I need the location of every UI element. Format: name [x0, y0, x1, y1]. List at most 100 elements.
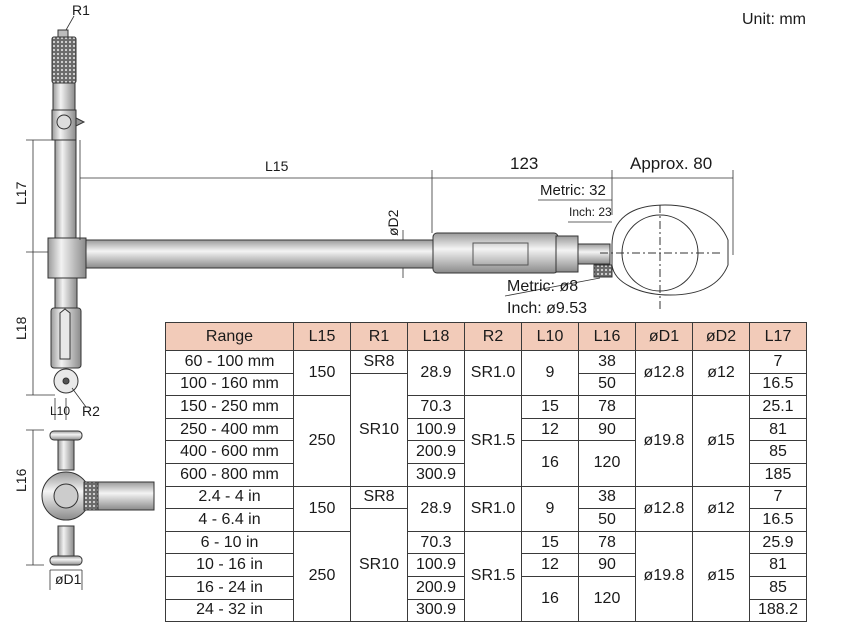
l16-cell: 78: [578, 530, 636, 555]
r2-cell: SR1.0: [464, 485, 522, 532]
l18-cell: 200.9: [407, 440, 465, 464]
metric-8-label: Metric: ø8: [507, 278, 579, 295]
table-row: 2.4 - 4 in 150 SR8 28.9 SR1.0 9 38 ø12.8…: [165, 485, 807, 532]
r2-cell: SR1.5: [464, 530, 522, 623]
l17-cell: 81: [749, 417, 807, 442]
table-row: 16 - 24 in 200.9 16 120 85: [165, 575, 807, 623]
range-cell: 24 - 32 in: [165, 598, 294, 623]
l10-cell: 15: [521, 395, 579, 419]
r2-label: R2: [82, 403, 100, 419]
header-d2: øD2: [692, 322, 750, 351]
table-row: 150 - 250 mm 250 70.3 SR1.5 15 78 ø19.8 …: [165, 395, 807, 487]
header-l15: L15: [293, 322, 351, 351]
l15-cell: 150: [293, 485, 351, 532]
header-l17: L17: [749, 322, 807, 351]
table-row: 6 - 10 in 250 70.3 SR1.5 15 78 ø19.8 ø15…: [165, 530, 807, 623]
l17-cell: 7: [749, 485, 807, 510]
d2-cell: ø15: [692, 530, 750, 623]
l10-label: L10: [50, 404, 71, 418]
r1-cell: SR8: [350, 485, 408, 510]
l18-cell: 28.9: [407, 485, 465, 532]
l18-cell: 300.9: [407, 462, 465, 487]
metric-32-label: Metric: 32: [540, 182, 606, 199]
r2-cell: SR1.5: [464, 395, 522, 487]
l18-cell: 300.9: [407, 598, 465, 623]
l10-cell: 9: [521, 485, 579, 532]
r2-cell: SR1.0: [464, 349, 522, 397]
d1-cell: ø12.8: [635, 349, 693, 397]
d2-label: øD2: [385, 209, 401, 236]
table-row: 400 - 600 mm 200.9 16 120 85: [165, 440, 807, 487]
l10-cell: 16: [521, 575, 579, 623]
d2-cell: ø15: [692, 395, 750, 487]
range-cell: 150 - 250 mm: [165, 395, 294, 419]
r1-cell: SR10: [350, 372, 408, 487]
l16-cell: 50: [578, 508, 636, 532]
l18-cell: 200.9: [407, 575, 465, 600]
table-row: 250 - 400 mm 100.9 12 90 81: [165, 417, 807, 442]
l17-cell: 81: [749, 553, 807, 577]
inch-23-label: Inch: 23: [569, 205, 612, 219]
l16-cell: 90: [578, 553, 636, 577]
l17-cell: 25.1: [749, 395, 807, 419]
l10-cell: 12: [521, 417, 579, 442]
dimension-lines: [26, 15, 734, 590]
r1-label: R1: [72, 2, 90, 18]
table-row: 60 - 100 mm 150 SR8 28.9 SR1.0 9 38 ø12.…: [165, 349, 807, 397]
l17-cell: 85: [749, 440, 807, 464]
r1-cell: SR10: [350, 508, 408, 623]
header-d1: øD1: [635, 322, 693, 351]
unit-label: Unit: mm: [742, 11, 806, 28]
l10-cell: 9: [521, 349, 579, 397]
l17-cell: 7: [749, 350, 807, 374]
l17-cell: 16.5: [749, 372, 807, 397]
l16-cell: 120: [578, 575, 636, 623]
l18-label: L18: [13, 316, 29, 340]
table-row: 24 - 32 in 300.9 188.2: [165, 598, 807, 623]
d1-label: øD1: [55, 571, 82, 587]
l18-cell: 70.3: [407, 395, 465, 419]
header-l16: L16: [578, 322, 636, 351]
l15-cell: 250: [293, 530, 351, 623]
l17-cell: 16.5: [749, 508, 807, 532]
l17-cell: 188.2: [749, 598, 807, 623]
range-cell: 2.4 - 4 in: [165, 485, 294, 510]
l15-cell: 150: [293, 349, 351, 397]
range-cell: 100 - 160 mm: [165, 372, 294, 397]
inch-953-label: Inch: ø9.53: [507, 300, 588, 317]
l18-cell: 28.9: [407, 349, 465, 397]
l10-cell: 15: [521, 530, 579, 555]
dial-indicator: [600, 204, 729, 310]
header-l10: L10: [521, 322, 579, 351]
d2-cell: ø12: [692, 485, 750, 532]
range-cell: 4 - 6.4 in: [165, 508, 294, 532]
spec-table: Range L15 R1 L18 R2 L10 L16 øD1 øD2 L17 …: [165, 322, 807, 623]
l17-cell: 85: [749, 575, 807, 600]
table-row: 4 - 6.4 in SR10 50 16.5: [165, 508, 807, 623]
range-cell: 6 - 10 in: [165, 530, 294, 555]
side-view-contact: [41, 430, 155, 566]
r1-cell: SR8: [350, 350, 408, 374]
d1-cell: ø19.8: [635, 395, 693, 487]
l16-cell: 38: [578, 350, 636, 374]
l17-cell: 25.9: [749, 530, 807, 555]
approx-80-label: Approx. 80: [630, 154, 713, 173]
l10-cell: 12: [521, 553, 579, 577]
l16-cell: 90: [578, 417, 636, 442]
header-r2: R2: [464, 322, 522, 351]
l17-label: L17: [13, 181, 29, 205]
l15-cell: 250: [293, 395, 351, 487]
l16-cell: 120: [578, 440, 636, 487]
range-cell: 10 - 16 in: [165, 553, 294, 577]
l10-cell: 16: [521, 440, 579, 487]
header-range: Range: [165, 322, 294, 351]
l17-cell: 185: [749, 462, 807, 487]
d1-cell: ø19.8: [635, 530, 693, 623]
measuring-head: [47, 29, 87, 394]
extension-rod: [85, 232, 613, 278]
range-cell: 600 - 800 mm: [165, 462, 294, 487]
l16-cell: 38: [578, 485, 636, 510]
l16-cell: 50: [578, 372, 636, 397]
header-l18: L18: [407, 322, 465, 351]
